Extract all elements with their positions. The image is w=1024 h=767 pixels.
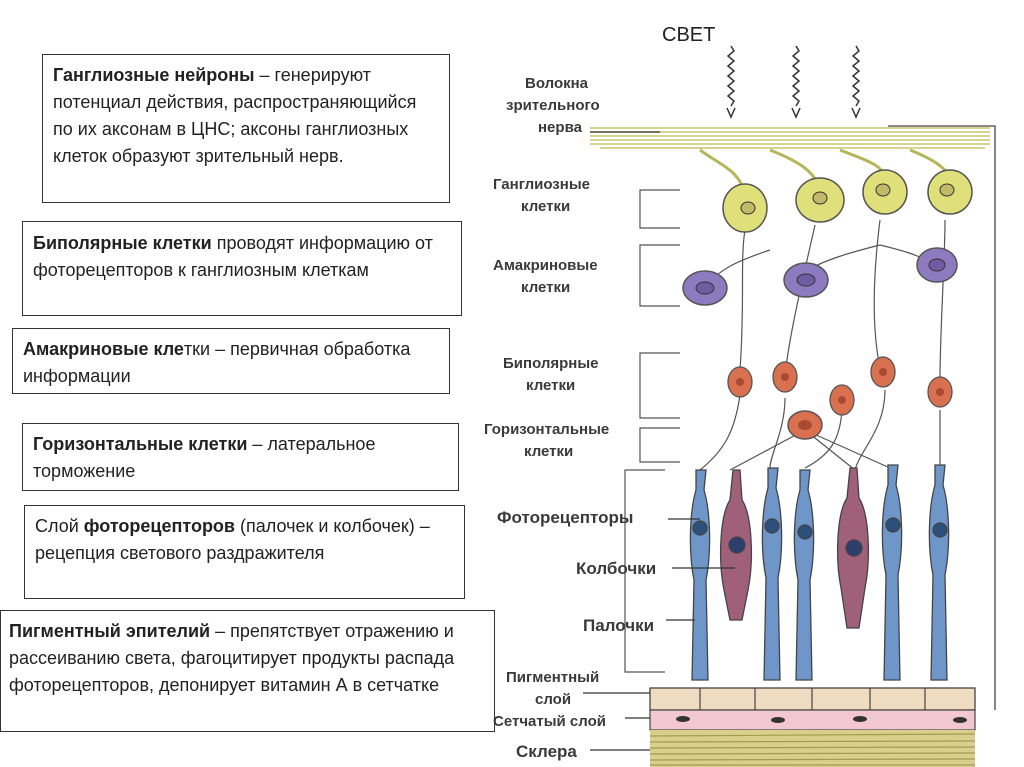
amacrine-description-box: Амакриновые клетки – первичная обработка… <box>12 328 450 394</box>
label-ganglion-1: Ганглиозные <box>493 176 590 193</box>
label-sclera: Склера <box>516 742 577 761</box>
label-horizontal-1: Горизонтальные <box>484 421 609 438</box>
pigment-layer <box>649 687 976 711</box>
pigment-description-box: Пигментный эпителий – препятствует отраж… <box>0 610 495 732</box>
photoreceptor-title: фоторецепторов <box>83 516 235 536</box>
horizontal-cell <box>787 410 823 440</box>
sclera-layer <box>649 730 976 767</box>
label-pigment-2: слой <box>535 691 571 708</box>
label-optic-fibers-3: нерва <box>538 119 583 136</box>
pigment-text: – препятствует отражению и рассеиванию с… <box>9 621 455 695</box>
photoreceptor-prefix: Слой <box>35 516 84 536</box>
ganglion-title: Ганглиозные нейроны <box>53 65 255 85</box>
label-bipolar-2: клетки <box>526 377 575 394</box>
light-label: СВЕТ <box>662 24 715 46</box>
layer-brackets <box>624 189 680 673</box>
ganglion-cells <box>699 148 973 233</box>
rod-5 <box>928 464 950 681</box>
photoreceptor-text: (палочек и колбочек) – рецепция световог… <box>35 516 430 563</box>
light-arrowhead-2 <box>791 107 801 119</box>
label-amacrine-2: клетки <box>521 279 570 296</box>
label-amacrine-1: Амакриновые <box>493 257 598 274</box>
cone-2 <box>836 467 870 629</box>
light-arrowhead-3 <box>851 107 861 119</box>
optic-nerve-fibers <box>590 127 990 149</box>
rod-2 <box>761 467 783 681</box>
photoreceptor-description-box: Слой фоторецепторов (палочек и колбочек)… <box>24 505 465 599</box>
cone-1 <box>719 469 753 621</box>
horizontal-title: Горизонтальные клетки <box>33 434 248 454</box>
label-photoreceptors: Фоторецепторы <box>497 508 633 527</box>
reticular-layer <box>649 709 976 731</box>
label-reticular: Сетчатый слой <box>493 713 606 730</box>
neural-connections <box>699 219 946 471</box>
light-arrows <box>726 45 861 119</box>
label-leader-lines <box>583 131 735 751</box>
light-arrow-1 <box>726 45 736 107</box>
amacrine-title: Амакриновые кле <box>23 339 184 359</box>
label-rods: Палочки <box>583 616 654 635</box>
bipolar-text: проводят информацию от фоторецепторов к … <box>33 233 433 280</box>
label-horizontal-2: клетки <box>524 443 573 460</box>
bipolar-description-box: Биполярные клетки проводят информацию от… <box>22 221 462 316</box>
amacrine-text: тки – первичная обработка информации <box>23 339 411 386</box>
label-optic-fibers-2: зрительного <box>506 97 600 114</box>
bipolar-title: Биполярные клетки <box>33 233 212 253</box>
pigment-title: Пигментный эпителий <box>9 621 211 641</box>
rod-3 <box>793 469 815 681</box>
light-arrow-3 <box>851 45 861 107</box>
label-pigment-1: Пигментный <box>506 669 599 686</box>
bipolar-cells <box>727 356 953 416</box>
ganglion-text: – генерируют потенциал действия, распрос… <box>53 65 417 166</box>
horizontal-text: – латеральное торможение <box>33 434 376 481</box>
horizontal-description-box: Горизонтальные клетки – латеральное торм… <box>22 423 459 491</box>
light-arrowhead-1 <box>726 107 736 119</box>
rod-1 <box>689 469 711 681</box>
ganglion-description-box: Ганглиозные нейроны – генерируют потенци… <box>42 54 450 203</box>
label-cones: Колбочки <box>576 559 656 578</box>
light-arrow-2 <box>791 45 801 107</box>
rod-4 <box>881 464 903 681</box>
cones <box>719 467 870 629</box>
label-bipolar-1: Биполярные <box>503 355 599 372</box>
label-ganglion-2: клетки <box>521 198 570 215</box>
right-bracket <box>888 125 996 710</box>
label-optic-fibers-1: Волокна <box>525 75 589 92</box>
amacrine-cells <box>682 247 958 306</box>
rods <box>689 464 950 681</box>
